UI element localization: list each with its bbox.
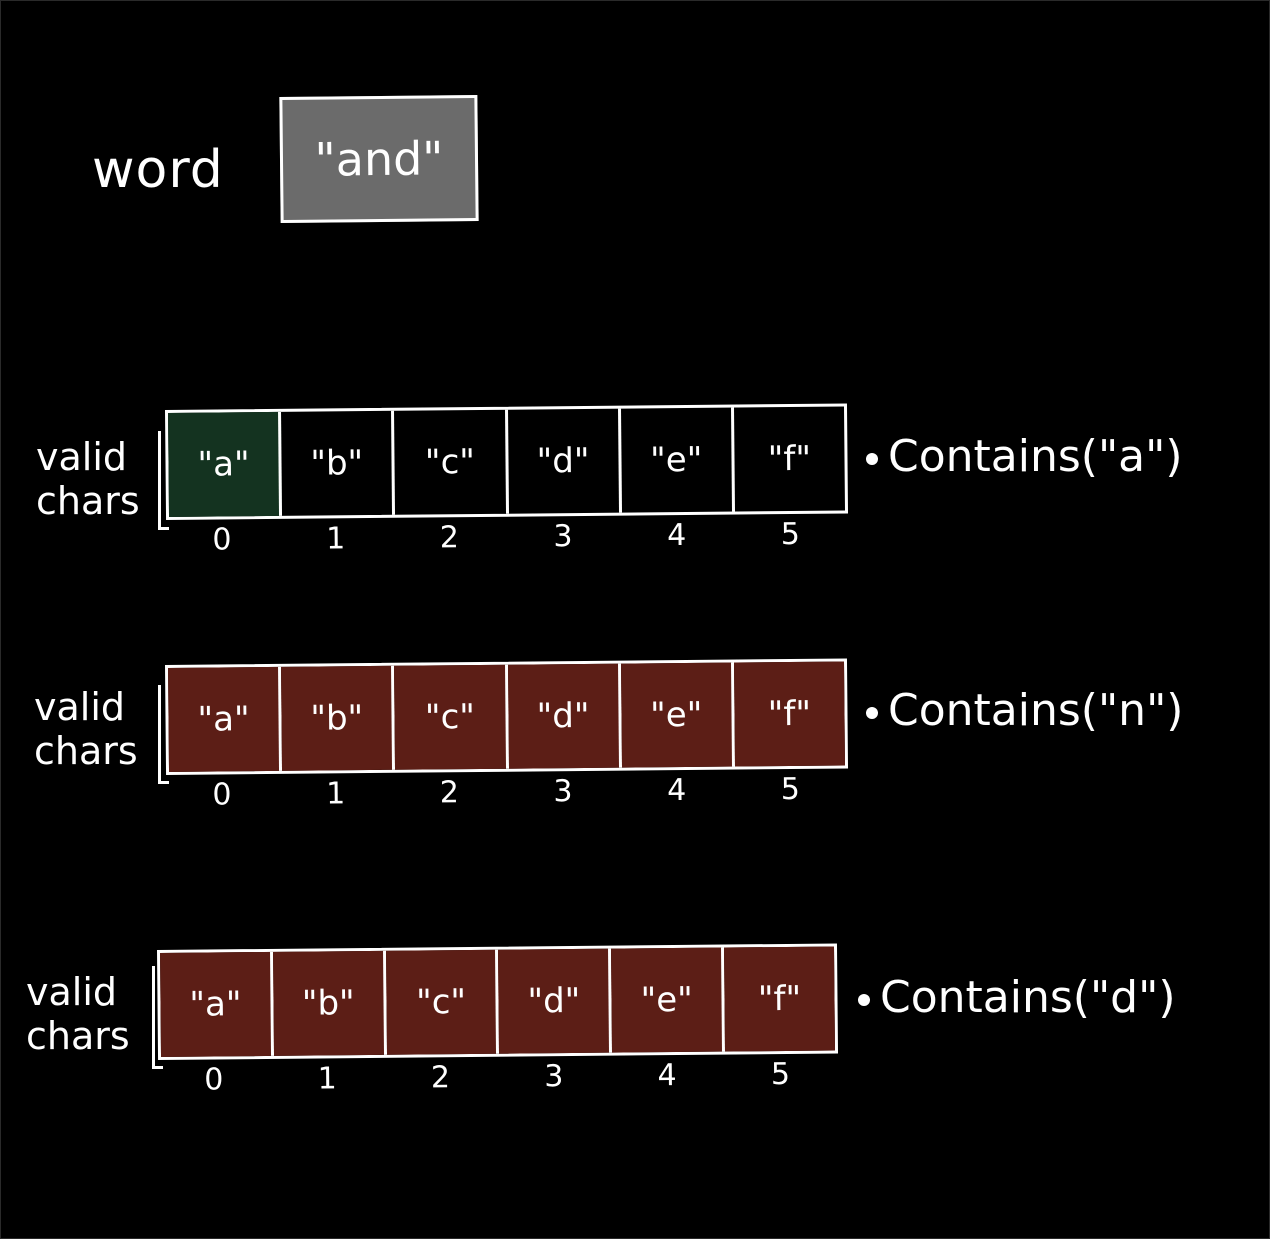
array-index-2: 2 [439,775,460,811]
valid-chars-array: "a" "b" "c" "d" "e" "f" [165,403,849,520]
array-index-5: 5 [780,516,801,553]
word-label: word [92,140,224,200]
contains-call-text: Contains("a") [888,431,1183,482]
array-index-5: 5 [780,771,801,808]
array-index-0: 0 [212,522,232,558]
array-indices: 0 1 2 3 4 5 [165,771,847,813]
contains-call-text: Contains("n") [888,685,1184,736]
array-cell-1: "b" [272,950,387,1056]
array-label: valid chars [34,685,138,773]
array-index-3: 3 [553,774,573,810]
method-dot [858,994,870,1006]
valid-chars-array: "a" "b" "c" "d" "e" "f" [165,658,849,775]
array-index-1: 1 [325,776,346,812]
array-cell-4: "e" [611,947,726,1053]
array-bracket [158,685,169,784]
array-index-1: 1 [325,521,346,557]
array-label-line1: valid [34,685,126,729]
array-cell-4: "e" [620,407,735,513]
array-cell-3: "d" [507,408,622,514]
array-row-contains-d: valid chars "a" "b" "c" "d" "e" "f" 0 1 … [0,920,1270,1120]
array-cell-0: "a" [168,666,283,772]
array-index-3: 3 [544,1059,564,1095]
array-label-line2: chars [36,479,140,523]
array-row-contains-a: valid chars "a" "b" "c" "d" "e" "f" 0 1 … [0,385,1270,585]
array-cell-2: "c" [394,664,509,770]
array-cell-5: "f" [767,438,812,480]
array-label-line2: chars [26,1014,130,1058]
array-cell-2: "c" [394,409,509,515]
array-cell-5: "f" [733,661,846,767]
array-index-4: 4 [666,772,687,809]
array-label: valid chars [26,970,130,1058]
array-cell-5: "f" [724,946,835,1052]
array-cell-4: "e" [620,662,735,768]
contains-call: Contains("d") [858,972,1176,1023]
valid-chars-array: "a" "b" "c" "d" "e" "f" [157,943,839,1060]
array-cell-1: "b" [281,665,396,771]
array-bracket [158,431,169,530]
contains-call: Contains("a") [866,431,1183,482]
array-index-0: 0 [212,777,232,813]
array-index-3: 3 [553,519,573,555]
array-label: valid chars [36,435,140,523]
array-index-4: 4 [666,517,687,554]
array-cell-3: "d" [507,663,622,769]
array-indices: 0 1 2 3 4 5 [165,516,847,558]
array-index-1: 1 [317,1061,337,1097]
array-index-4: 4 [657,1058,677,1094]
method-dot [866,707,878,719]
array-row-contains-n: valid chars "a" "b" "c" "d" "e" "f" 0 1 … [0,635,1270,835]
word-value: "and" [314,131,444,187]
array-cell-0: "a" [168,411,283,517]
array-indices: 0 1 2 3 4 5 [157,1056,837,1098]
array-cell-0: "a" [160,951,274,1057]
array-index-2: 2 [430,1060,451,1096]
array-index-5: 5 [770,1056,791,1093]
contains-call: Contains("n") [866,685,1183,736]
array-cell-1: "b" [281,410,396,516]
array-label-line2: chars [34,729,138,773]
method-dot [866,453,878,465]
word-value-box: "and" [279,94,479,224]
array-bracket [152,966,163,1069]
array-index-2: 2 [439,520,460,556]
array-label-line1: valid [26,970,118,1014]
array-cell-2: "c" [385,949,500,1055]
array-cell-3: "d" [498,948,613,1054]
contains-call-text: Contains("d") [880,972,1176,1023]
array-index-0: 0 [204,1062,224,1098]
array-label-line1: valid [36,435,128,479]
